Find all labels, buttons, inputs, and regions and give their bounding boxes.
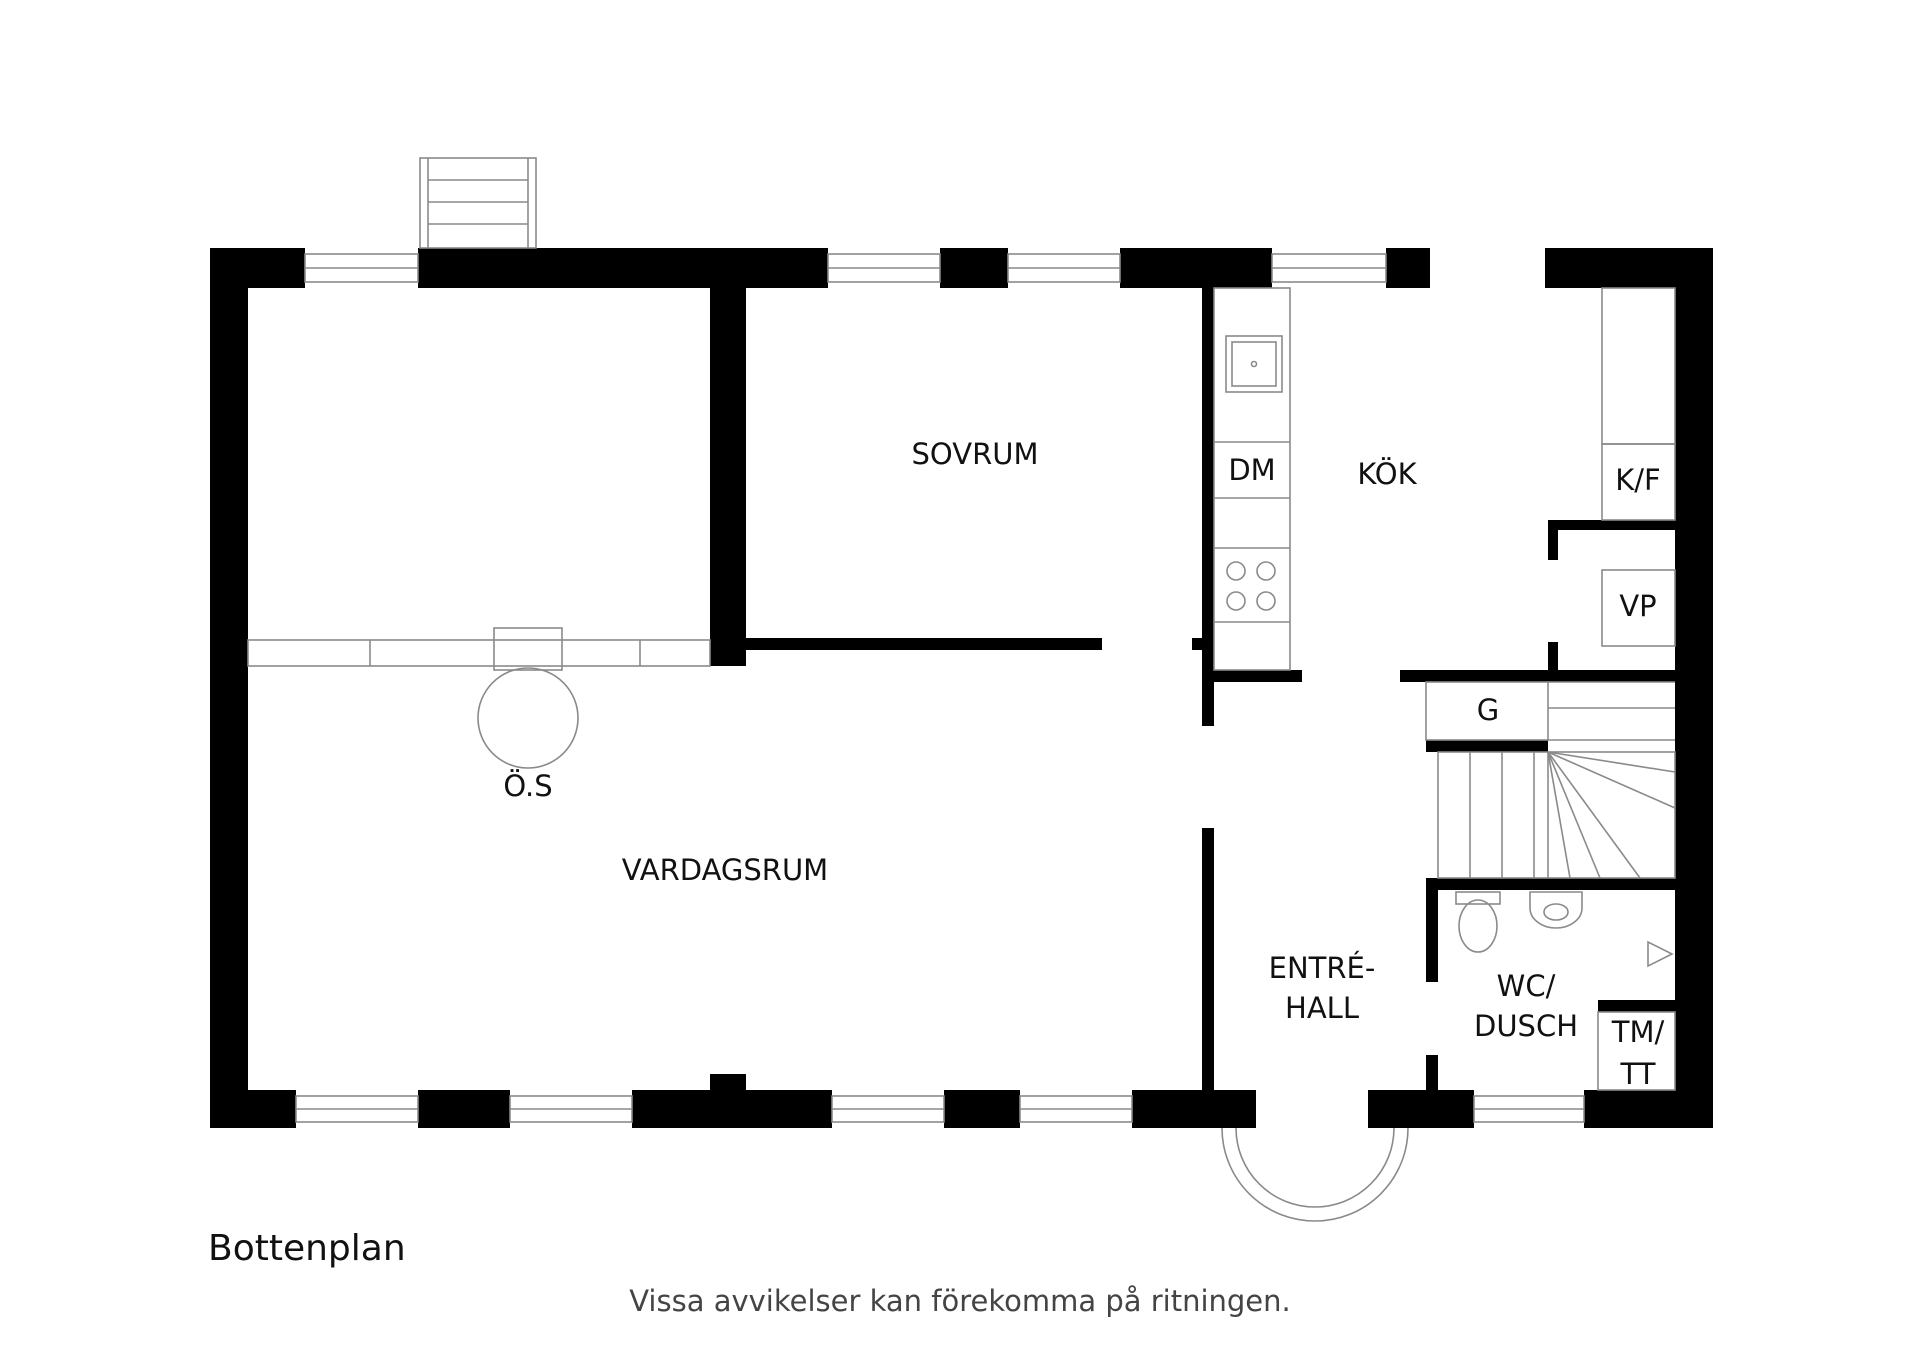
plan-title: Bottenplan — [208, 1228, 406, 1269]
label-os: Ö.S — [503, 769, 552, 803]
cabinets — [1425, 287, 1676, 741]
label-wc-line1: WC/ — [1497, 969, 1556, 1003]
door-swings — [1221, 1127, 1409, 1222]
bathroom-fixtures — [1455, 891, 1676, 1091]
windows — [295, 253, 1585, 1123]
outer-walls — [210, 248, 1713, 1128]
label-dm: DM — [1228, 453, 1275, 487]
label-kf: K/F — [1615, 463, 1660, 497]
fireplace-symbol — [247, 627, 711, 769]
label-vardagsrum: VARDAGSRUM — [622, 853, 828, 887]
label-kok: KÖK — [1357, 457, 1417, 491]
label-sovrum: SOVRUM — [912, 437, 1039, 471]
exterior-steps — [419, 157, 537, 249]
interior-walls — [710, 288, 1675, 1090]
disclaimer-text: Vissa avvikelser kan förekomma på ritnin… — [629, 1284, 1291, 1318]
label-wc-line2: DUSCH — [1474, 1009, 1578, 1043]
label-g: G — [1477, 693, 1499, 727]
label-vp: VP — [1619, 589, 1656, 623]
kitchen-counter — [1213, 287, 1291, 671]
label-tm-line1: TM/ — [1611, 1015, 1665, 1049]
room-labels: SOVRUM KÖK DM K/F VP G Ö.S VARDAGSRUM EN… — [503, 437, 1664, 1091]
label-entre-line1: ENTRÉ- — [1269, 951, 1376, 985]
staircase — [1437, 681, 1676, 879]
label-tm-line2: TT — [1620, 1057, 1656, 1091]
label-entre-line2: HALL — [1285, 991, 1359, 1025]
